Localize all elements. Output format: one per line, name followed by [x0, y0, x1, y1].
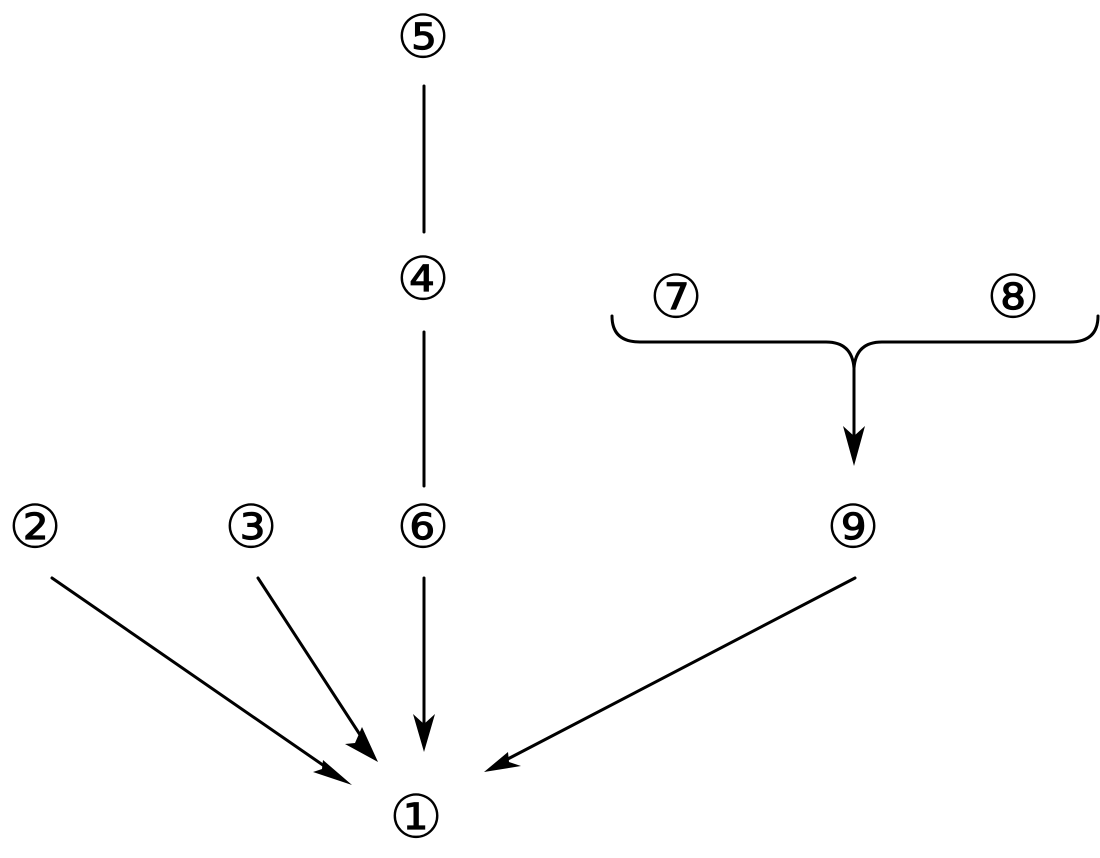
arrowhead-3-1 — [345, 727, 378, 762]
node-1: ① — [389, 783, 443, 853]
nodes: ① ② ③ ④ ⑤ ⑥ ⑦ ⑧ ⑨ — [8, 3, 1040, 853]
edge-3-1 — [256, 576, 368, 746]
node-8: ⑧ — [986, 263, 1040, 333]
node-4: ④ — [396, 245, 450, 315]
edge-9-1 — [500, 576, 857, 764]
arrowhead-6-1 — [413, 714, 435, 752]
node-3: ③ — [224, 493, 278, 563]
arrowhead-brace-9 — [843, 426, 865, 466]
edges — [50, 84, 1100, 785]
node-2: ② — [8, 493, 62, 563]
edge-2-1 — [50, 576, 335, 774]
node-5: ⑤ — [396, 3, 450, 73]
node-6: ⑥ — [396, 493, 450, 563]
node-9: ⑨ — [826, 493, 880, 563]
node-7: ⑦ — [649, 263, 703, 333]
arrowhead-2-1 — [313, 760, 352, 785]
arrowhead-9-1 — [484, 752, 521, 772]
